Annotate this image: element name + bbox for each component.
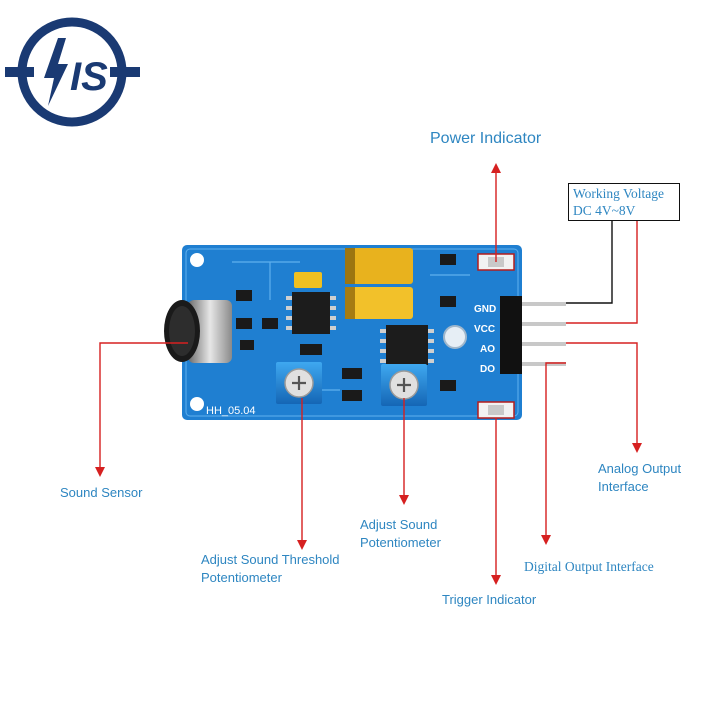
label-adjust-threshold-1: Adjust Sound Threshold [201,552,340,567]
label-analog-output-2: Interface [598,479,649,494]
silk-label: HH_05.04 [206,405,256,417]
label-analog-output-1: Analog Output [598,461,682,476]
pin-gnd: GND [474,304,496,315]
sensor-board: HH_05.04 GND VCC AO DO [164,245,566,420]
line-vcc [566,221,638,324]
arrow-sound-sensor [95,342,188,477]
arrow-analog-output [566,342,642,453]
pin-do: DO [480,364,495,375]
logo-letter: IS [70,55,108,99]
arrow-digital-output [541,362,566,545]
working-voltage-box: Working Voltage DC 4V~8V [568,183,680,221]
pin-ao: AO [480,344,495,355]
label-adjust-sound-1: Adjust Sound [360,517,438,532]
label-power-indicator: Power Indicator [430,130,542,147]
label-adjust-threshold-2: Potentiometer [201,570,282,585]
label-digital-output: Digital Output Interface [524,559,654,574]
annotation-arrows [95,163,642,585]
pin-vcc: VCC [474,324,495,335]
line-gnd [566,221,613,304]
brand-logo: IS [5,17,140,127]
label-working-voltage: Working Voltage [573,186,665,201]
label-sound-sensor: Sound Sensor [60,485,143,500]
label-adjust-sound-2: Potentiometer [360,535,441,550]
label-voltage-range: DC 4V~8V [573,203,636,218]
label-trigger-indicator: Trigger Indicator [442,592,537,607]
